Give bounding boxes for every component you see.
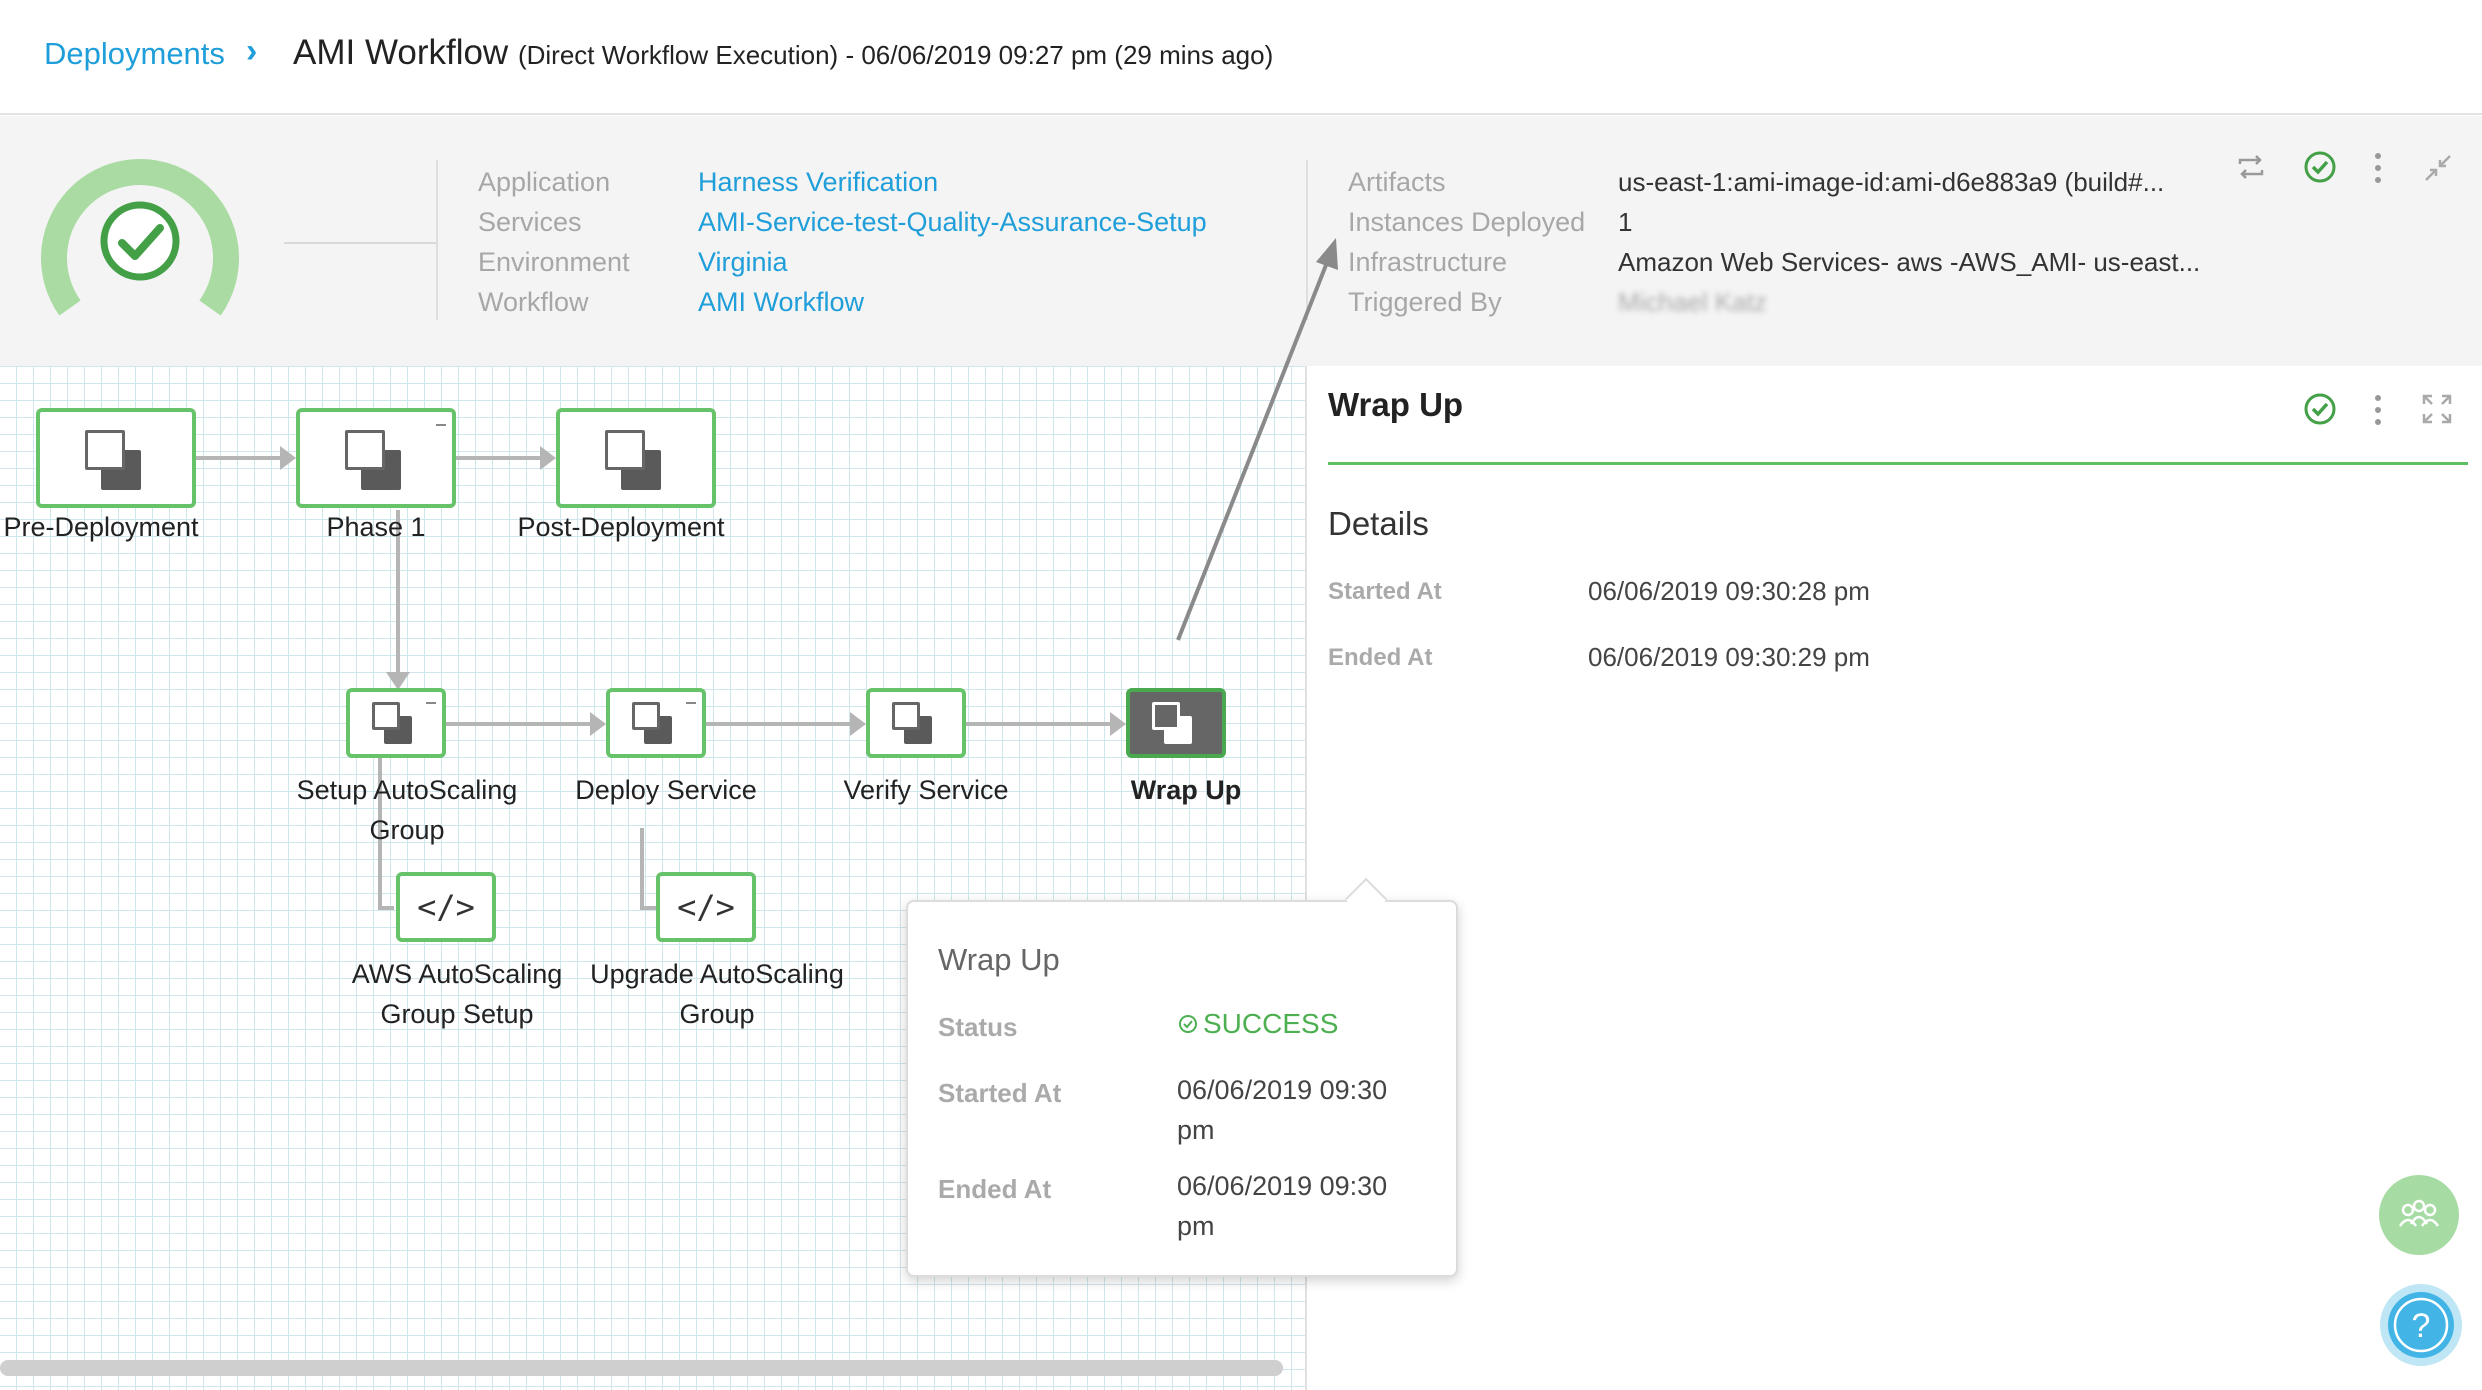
code-icon: </> xyxy=(677,888,735,926)
panel-more-options-icon[interactable] xyxy=(2372,394,2384,426)
node-setup-autoscaling-group[interactable] xyxy=(346,688,446,758)
instances-deployed-value: 1 xyxy=(1618,207,1633,237)
application-link[interactable]: Harness Verification xyxy=(698,167,939,197)
label-pre-deployment: Pre-Deployment xyxy=(3,512,199,542)
triggered-by-label: Triggered By xyxy=(1348,287,1502,317)
workflow-name: AMI Workflow xyxy=(293,33,509,72)
label-post-deployment: Post-Deployment xyxy=(517,512,725,542)
users-icon xyxy=(2398,1199,2440,1227)
label-line: Upgrade AutoScaling xyxy=(590,959,844,989)
label-setup-autoscaling-group: Setup AutoScaling Group xyxy=(276,770,538,850)
label-line: AWS AutoScaling xyxy=(351,959,563,989)
workflow-link[interactable]: AMI Workflow xyxy=(698,287,865,317)
help-button[interactable]: ? xyxy=(2378,1282,2464,1368)
infrastructure-value: Amazon Web Services- aws -AWS_AMI- us-ea… xyxy=(1618,247,2201,277)
application-label: Application xyxy=(478,167,611,197)
check-mark xyxy=(118,224,164,260)
label-verify-service: Verify Service xyxy=(843,775,1009,805)
triggered-by-value: Michael Katz xyxy=(1618,287,1767,317)
services-link[interactable]: AMI-Service-test-Quality-Assurance-Setup xyxy=(698,207,1207,237)
gauge-divider xyxy=(284,242,436,244)
page-title: AMI Workflow (Direct Workflow Execution)… xyxy=(293,33,1273,73)
label-upgrade-autoscaling-group: Upgrade AutoScaling Group xyxy=(576,954,858,1034)
started-at-value: 06/06/2019 09:30:28 pm xyxy=(1588,576,1870,606)
expand-icon[interactable] xyxy=(2420,392,2454,426)
details-heading: Details xyxy=(1328,505,1429,542)
canvas-horizontal-scrollbar[interactable] xyxy=(0,1360,1283,1376)
artifacts-label: Artifacts xyxy=(1348,167,1446,197)
breadcrumb-deployments[interactable]: Deployments xyxy=(44,36,225,71)
infrastructure-label: Infrastructure xyxy=(1348,247,1508,277)
success-text: SUCCESS xyxy=(1203,1008,1339,1039)
success-status-icon xyxy=(2304,151,2336,183)
label-line: Setup AutoScaling xyxy=(296,775,518,805)
tooltip-title: Wrap Up xyxy=(938,942,1060,977)
execution-subtitle: (Direct Workflow Execution) - 06/06/2019… xyxy=(517,40,1274,70)
page-header: Deployments › AMI Workflow (Direct Workf… xyxy=(0,0,2482,115)
ended-at-value: 06/06/2019 09:30:29 pm xyxy=(1588,642,1870,672)
label-wrap-up: Wrap Up xyxy=(1130,775,1242,805)
node-wrap-up[interactable] xyxy=(1126,688,1226,758)
tooltip-status-label: Status xyxy=(938,1012,1018,1042)
label-line: Group xyxy=(679,999,755,1029)
ended-at-label: Ended At xyxy=(1328,644,1433,671)
step-collapse-mark xyxy=(426,702,436,704)
community-button[interactable] xyxy=(2378,1174,2460,1256)
step-tooltip xyxy=(906,900,1458,1277)
node-deploy-service[interactable] xyxy=(606,688,706,758)
value-line: 06/06/2019 09:30 xyxy=(1177,1171,1388,1201)
tooltip-status-value: SUCCESS xyxy=(1177,1008,1338,1040)
success-small-icon xyxy=(1179,1015,1197,1033)
artifacts-value: us-east-1:ami-image-id:ami-d6e883a9 (bui… xyxy=(1618,167,2165,197)
panel-success-icon xyxy=(2304,393,2336,425)
more-options-icon[interactable] xyxy=(2372,152,2384,184)
node-upgrade-autoscaling-group[interactable]: </> xyxy=(656,872,756,942)
breadcrumb-chevron-icon: › xyxy=(246,32,258,70)
question-mark-icon: ? xyxy=(2412,1307,2431,1345)
panel-status-line xyxy=(1328,462,2468,465)
label-line: Group Setup xyxy=(380,999,534,1029)
collapse-icon[interactable] xyxy=(2422,152,2454,184)
tooltip-ended-label: Ended At xyxy=(938,1174,1052,1204)
node-phase-1[interactable] xyxy=(296,408,456,508)
panel-title: Wrap Up xyxy=(1328,386,1464,423)
node-verify-service[interactable] xyxy=(866,688,966,758)
status-gauge xyxy=(41,159,239,316)
value-line: 06/06/2019 09:30 xyxy=(1177,1075,1388,1105)
canvas-divider xyxy=(1305,366,1307,1390)
environment-label: Environment xyxy=(478,247,630,277)
summary-separator-right xyxy=(1306,160,1308,320)
check-circle-icon xyxy=(100,201,180,281)
code-icon: </> xyxy=(417,888,475,926)
rerun-icon[interactable] xyxy=(2236,152,2266,182)
tooltip-started-value: 06/06/2019 09:30 pm xyxy=(1177,1070,1427,1150)
execution-summary xyxy=(0,116,2482,366)
tooltip-ended-value: 06/06/2019 09:30 pm xyxy=(1177,1166,1427,1246)
label-phase-1: Phase 1 xyxy=(326,512,426,542)
label-line: Group xyxy=(369,815,445,845)
phase-collapse-mark xyxy=(436,424,446,426)
node-pre-deployment[interactable] xyxy=(36,408,196,508)
services-label: Services xyxy=(478,207,582,237)
instances-deployed-label: Instances Deployed xyxy=(1348,207,1586,237)
gauge-arc xyxy=(41,159,239,316)
label-deploy-service: Deploy Service xyxy=(575,775,757,805)
node-aws-autoscaling-group-setup[interactable]: </> xyxy=(396,872,496,942)
node-post-deployment[interactable] xyxy=(556,408,716,508)
label-aws-autoscaling-group-setup: AWS AutoScaling Group Setup xyxy=(326,954,588,1034)
started-at-label: Started At xyxy=(1328,578,1442,605)
environment-link[interactable]: Virginia xyxy=(698,247,788,277)
summary-separator-left xyxy=(436,160,438,320)
tooltip-started-label: Started At xyxy=(938,1078,1062,1108)
step-collapse-mark xyxy=(686,702,696,704)
value-line: pm xyxy=(1177,1115,1215,1145)
workflow-label: Workflow xyxy=(478,287,589,317)
value-line: pm xyxy=(1177,1211,1215,1241)
step-details-panel xyxy=(1307,366,2482,1390)
